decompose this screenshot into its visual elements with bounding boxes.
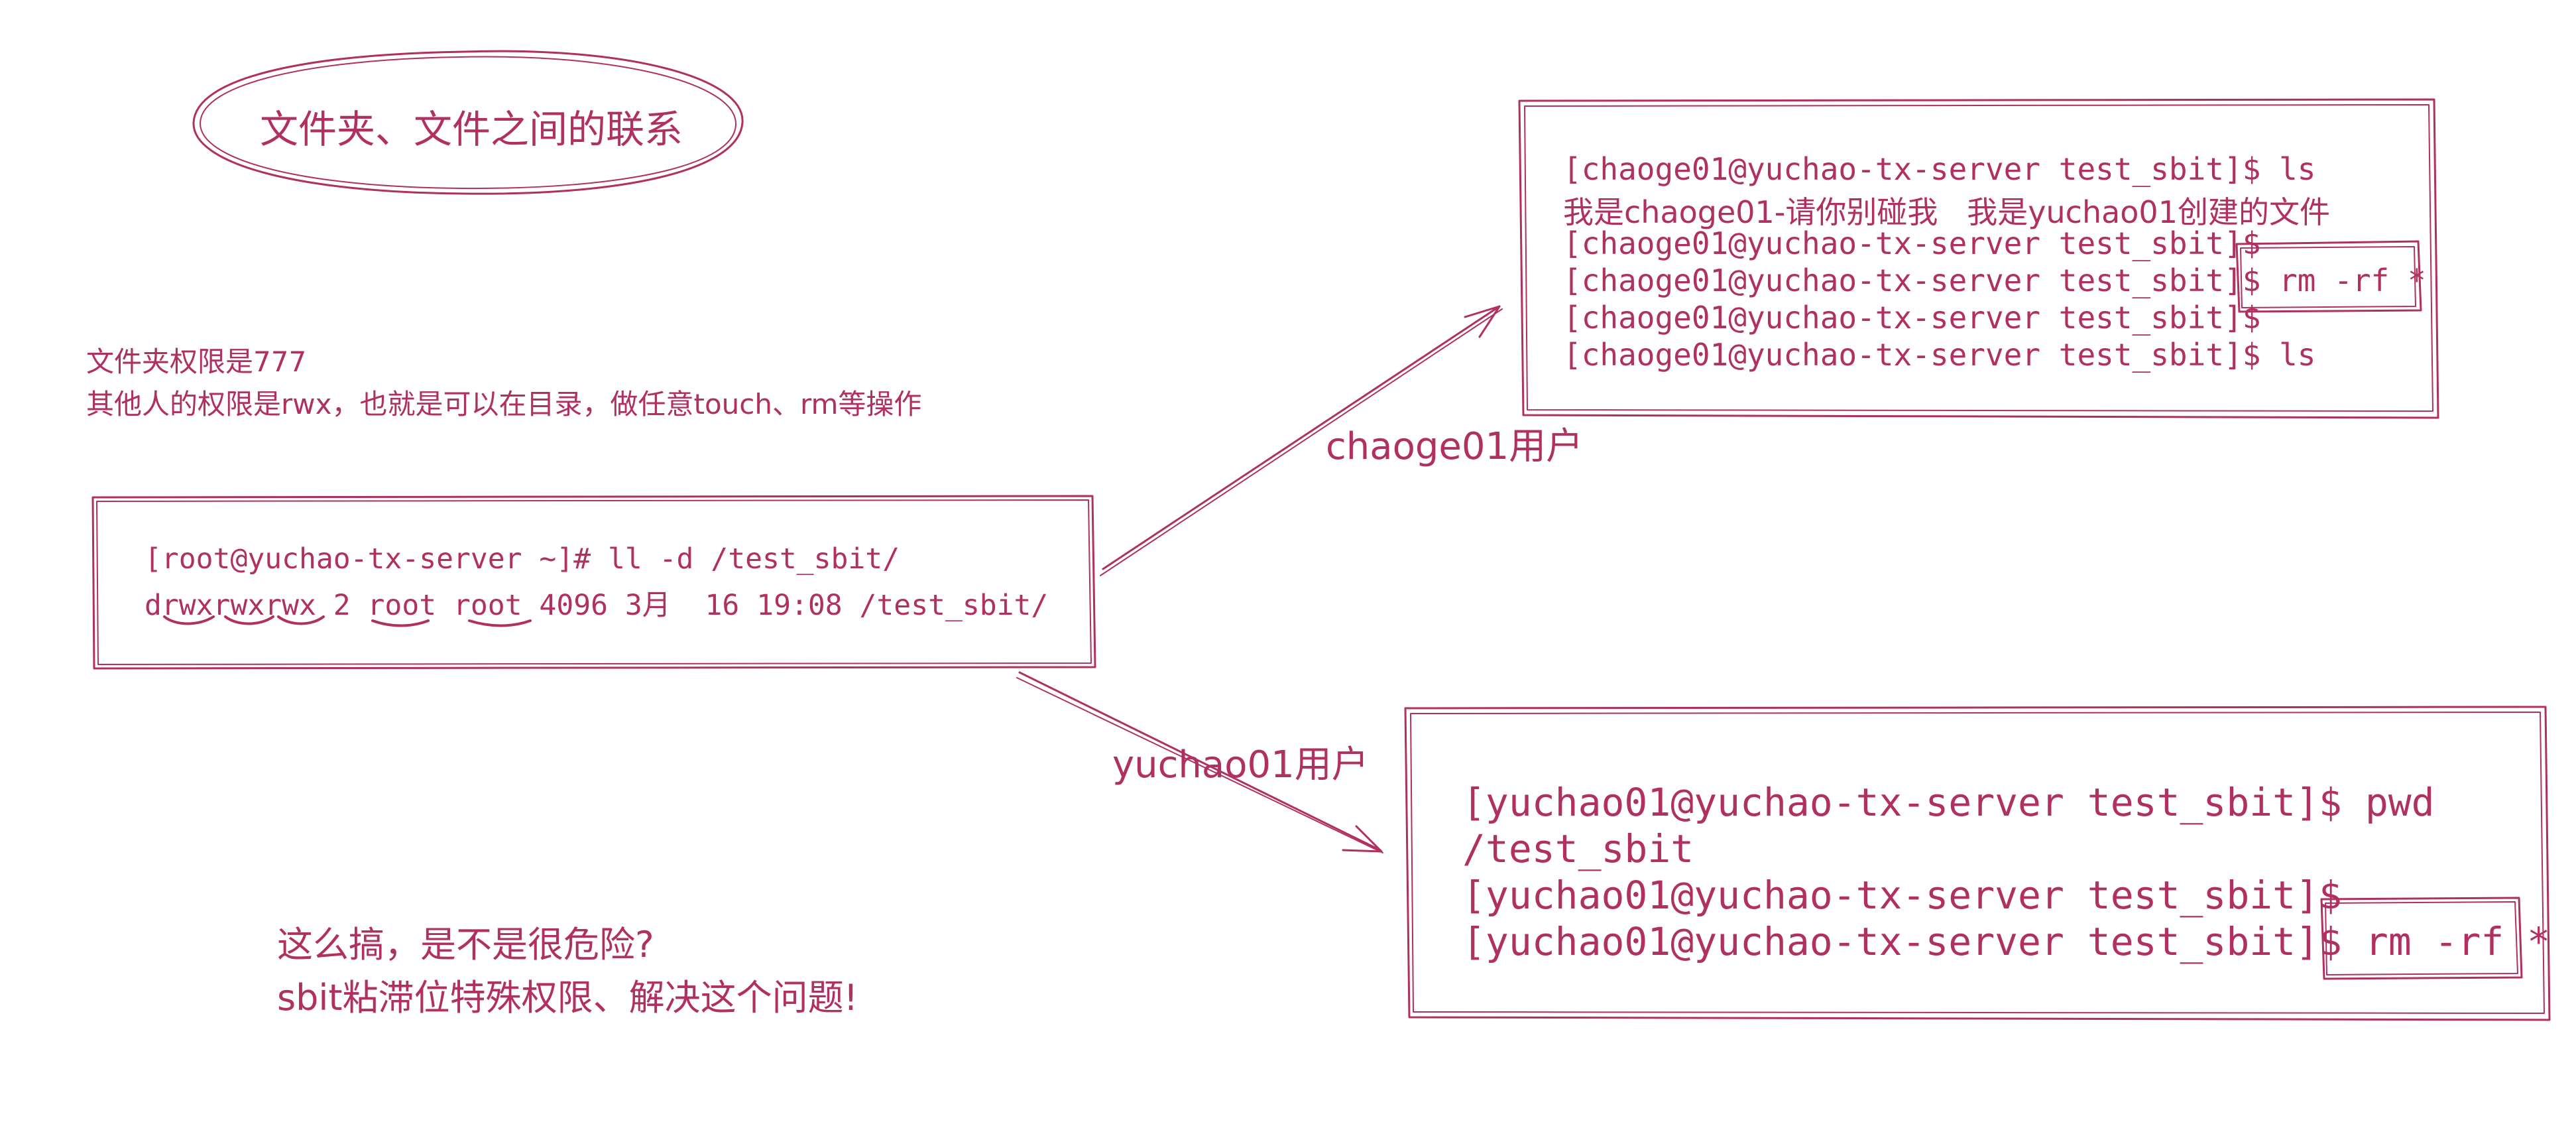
yuchao-line-1: [yuchao01@yuchao-tx-server test_sbit]$ p… [1462, 780, 2435, 825]
note-line-2: 其他人的权限是rwx，也就是可以在目录，做任意touch、rm等操作 [86, 388, 922, 420]
chaoge-line-3: [chaoge01@yuchao-tx-server test_sbit]$ [1563, 225, 2261, 261]
title-ellipse [192, 50, 744, 195]
question-line-2: sbit粘滞位特殊权限、解决这个问题! [277, 977, 858, 1019]
yuchao-line-4: [yuchao01@yuchao-tx-server test_sbit]$ r… [1462, 919, 2551, 964]
chaoge-line-6: [chaoge01@yuchao-tx-server test_sbit]$ l… [1563, 337, 2316, 373]
yuchao-line-2: /test_sbit [1462, 826, 1694, 871]
yuchao-user-label: yuchao01用户 [1112, 743, 1369, 786]
chaoge-line-5: [chaoge01@yuchao-tx-server test_sbit]$ [1563, 300, 2261, 336]
chaoge-rm-highlight [2235, 240, 2422, 313]
root-box-frame [91, 495, 1096, 670]
question-line-1: 这么搞，是不是很危险? [277, 924, 654, 966]
chaoge-user-label: chaoge01用户 [1326, 425, 1584, 468]
root-output-line: drwxrwxrwx 2 root root 4096 3月 16 19:08 … [145, 589, 1049, 622]
yuchao-line-3: [yuchao01@yuchao-tx-server test_sbit]$ [1462, 873, 2342, 918]
root-command-line: [root@yuchao-tx-server ~]# ll -d /test_s… [145, 542, 900, 576]
chaoge-line-4: [chaoge01@yuchao-tx-server test_sbit]$ r… [1563, 263, 2426, 298]
chaoge-box-frame [1518, 98, 2439, 419]
title-text: 文件夹、文件之间的联系 [260, 107, 683, 152]
permission-underlines [163, 615, 532, 627]
arrow-to-yuchao [1016, 671, 1383, 853]
arrow-to-chaoge [1100, 305, 1503, 576]
chaoge-line-2: 我是chaoge01-请你别碰我 我是yuchao01创建的文件 [1563, 194, 2330, 230]
yuchao-box-frame [1404, 706, 2551, 1021]
note-line-1: 文件夹权限是777 [86, 345, 307, 378]
chaoge-line-1: [chaoge01@yuchao-tx-server test_sbit]$ l… [1563, 151, 2316, 187]
yuchao-rm-highlight [2320, 897, 2523, 980]
